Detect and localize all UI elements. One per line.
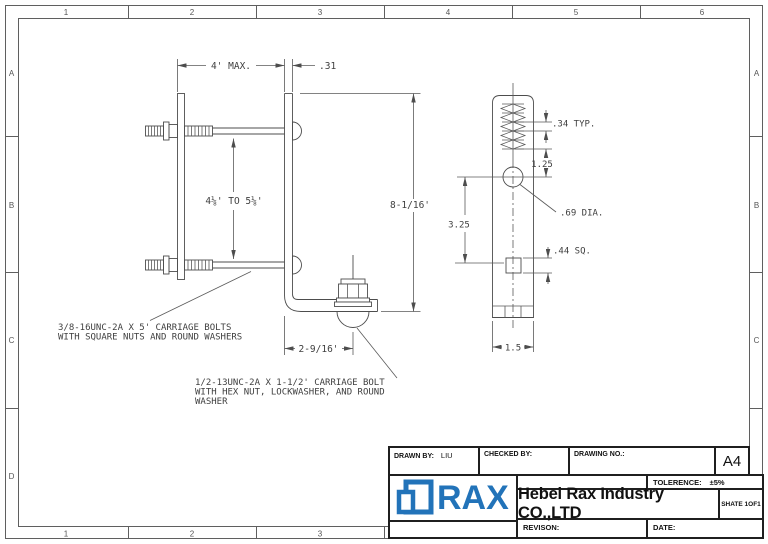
- zone-right-b: B: [754, 201, 759, 210]
- tolerance-cell: TOLERENCE: ±5%: [648, 476, 762, 490]
- title-block-main: RAX TOLERENCE: ±5% Hebei Rax Industry CO.…: [388, 474, 764, 539]
- zone-left-b: B: [9, 201, 14, 210]
- zone-top-3: 3: [318, 8, 323, 17]
- dim-square-hole-label: .44 SQ.: [553, 247, 591, 257]
- zone-left-d: D: [9, 472, 15, 481]
- company-logo-cell: RAX: [390, 476, 518, 522]
- tolerance-label: TOLERENCE:: [653, 478, 702, 487]
- zone-right-c: C: [754, 336, 760, 345]
- zone-bottom-2: 2: [190, 530, 195, 539]
- callout-u-bolts-line1: 3/8-16UNC-2A X 5' CARRIAGE BOLTS: [58, 323, 231, 333]
- callout-carriage-line3: WASHER: [195, 397, 228, 407]
- dim-hole-spacing-label: 1.25: [531, 160, 553, 170]
- dim-plate-width: 1.5: [492, 321, 534, 354]
- dim-square-spacing-label: 3.25: [448, 221, 470, 231]
- zone-top-2: 2: [190, 8, 195, 17]
- zone-left-a: A: [9, 69, 15, 78]
- dim-height-label: 8-1/16': [390, 200, 430, 211]
- carriage-bolt-top: [145, 121, 302, 141]
- zone-left-c: C: [9, 336, 15, 345]
- dim-square-hole: .44 SQ.: [523, 247, 591, 284]
- square-hole: [505, 257, 522, 274]
- bottom-hem: [492, 305, 534, 318]
- leader-hole-dia: [519, 184, 557, 213]
- drawn-by-cell: DRAWN BY: LIU: [390, 448, 480, 474]
- tolerance-value: ±5%: [709, 478, 725, 487]
- date-cell: DATE:: [648, 520, 762, 537]
- paper-size-cell: A4: [716, 448, 748, 474]
- l-bracket-body: [284, 93, 378, 312]
- date-label: DATE:: [653, 523, 676, 532]
- leader-carriage-bolt: [356, 327, 398, 379]
- dim-serration-pitch-label: .34 TYP.: [552, 120, 595, 130]
- company-name: Hebei Rax Industry CO.,LTD: [518, 485, 664, 522]
- rax-logo-text: RAX: [437, 479, 509, 517]
- callout-carriage-line2: WITH HEX NUT, LOCKWASHER, AND ROUND: [195, 388, 385, 398]
- front-view-bracket: 4' MAX. .31 4⅛' TO 5⅛' 8-1/16' 2-9/16': [58, 59, 430, 407]
- dim-hole-spacing: 1.25: [515, 148, 553, 177]
- revision-cell: REVISON:: [518, 520, 648, 537]
- dim-hole-dia-label: .69 DIA.: [560, 209, 603, 219]
- zone-top-4: 4: [446, 8, 451, 17]
- rax-logo-icon: [396, 479, 434, 515]
- empty-cell: [390, 522, 518, 537]
- vertical-carriage-bolt: [334, 255, 372, 328]
- dim-adjust-range: 4⅛' TO 5⅛': [205, 138, 263, 259]
- dim-square-spacing: 3.25: [448, 177, 504, 264]
- dim-4max: 4' MAX. .31: [177, 59, 336, 92]
- checked-by-label: CHECKED BY:: [484, 451, 533, 458]
- zone-top-6: 6: [700, 8, 705, 17]
- dim-adjust-range-label: 4⅛' TO 5⅛': [205, 196, 262, 207]
- drawn-by-value: LIU: [440, 451, 453, 460]
- callout-carriage-bolt: 1/2-13UNC-2A X 1-1/2' CARRIAGE BOLT WITH…: [195, 378, 385, 407]
- dim-bolt-offset-label: 2-9/16': [298, 344, 338, 355]
- drawn-by-label: DRAWN BY:: [394, 453, 434, 460]
- dim-height: 8-1/16': [300, 93, 430, 312]
- zone-top-5: 5: [574, 8, 579, 17]
- plate-outline: [492, 95, 534, 318]
- dim-bolt-offset: 2-9/16': [284, 316, 354, 355]
- sheet-number: SHATE 1OF1: [721, 500, 761, 508]
- dim-width-max-label: 4' MAX.: [211, 61, 251, 72]
- empty-cell: [518, 476, 648, 490]
- serrations: [499, 103, 527, 150]
- zone-bottom-1: 1: [64, 530, 69, 539]
- dim-serration-pitch: .34 TYP.: [515, 110, 595, 143]
- callout-carriage-line1: 1/2-13UNC-2A X 1-1/2' CARRIAGE BOLT: [195, 378, 385, 388]
- dim-plate-width-label: 1.5: [505, 344, 521, 354]
- company-name-cell: Hebei Rax Industry CO.,LTD: [518, 485, 720, 522]
- zone-right-a: A: [754, 69, 760, 78]
- carriage-bolt-bottom: [145, 255, 302, 275]
- title-block-top-row: DRAWN BY: LIU CHECKED BY: DRAWING NO.: A4: [388, 446, 750, 476]
- callout-u-bolts: 3/8-16UNC-2A X 5' CARRIAGE BOLTS WITH SQ…: [58, 323, 242, 343]
- callout-u-bolts-line2: WITH SQUARE NUTS AND ROUND WASHERS: [58, 333, 242, 343]
- zone-labels: 1 2 3 4 5 6 1 2 3 A B C D A B C: [9, 8, 760, 539]
- zone-bottom-3: 3: [318, 530, 323, 539]
- side-view-plate: .34 TYP. 1.25 .69 DIA. 3.25 .44 SQ.: [448, 83, 603, 354]
- revision-label: REVISON:: [523, 523, 560, 532]
- sheet-border-frame: [5, 5, 763, 539]
- drawing-no-cell: DRAWING NO.:: [570, 448, 716, 474]
- leader-u-bolts: [149, 271, 252, 321]
- paper-size-value: A4: [722, 452, 742, 470]
- drawing-no-label: DRAWING NO.:: [574, 451, 625, 458]
- dim-plate-thickness-label: .31: [319, 61, 336, 72]
- checked-by-cell: CHECKED BY:: [480, 448, 570, 474]
- clamp-plate: [177, 93, 185, 280]
- sheet-number-cell: SHATE 1OF1: [720, 490, 762, 520]
- zone-top-1: 1: [64, 8, 69, 17]
